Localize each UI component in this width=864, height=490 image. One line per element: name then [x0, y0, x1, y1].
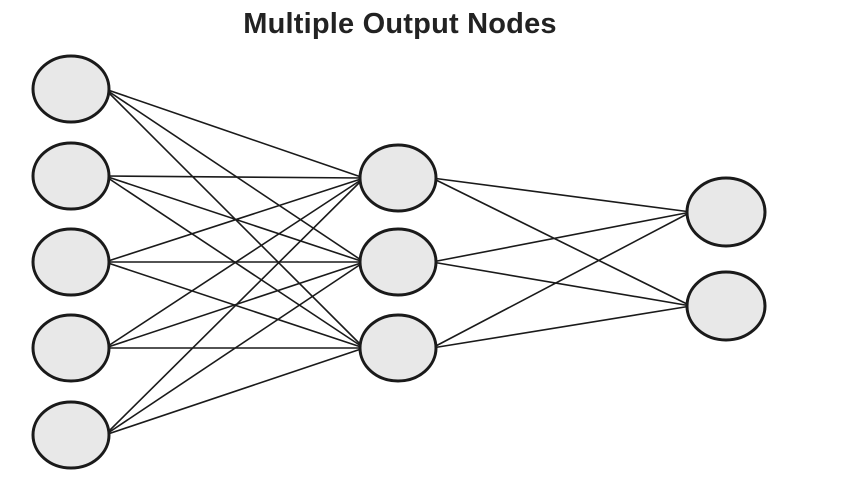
input-node-2: [31, 141, 111, 211]
hidden-node-2: [358, 227, 438, 297]
edge-hidden-1-to-output-2: [431, 177, 692, 307]
output-node-2: [685, 270, 767, 342]
edge-input-4-to-hidden-2: [104, 261, 365, 349]
input-node-5: [31, 400, 111, 470]
diagram-title: Multiple Output Nodes: [243, 8, 557, 40]
edge-hidden-2-to-output-2: [431, 261, 692, 307]
nodes-group: [31, 54, 767, 470]
edge-input-1-to-hidden-2: [104, 88, 365, 263]
output-node-1: [685, 176, 767, 248]
edge-hidden-1-to-output-1: [431, 177, 692, 213]
edge-input-5-to-hidden-3: [104, 347, 365, 436]
edge-hidden-2-to-output-1: [431, 211, 692, 263]
edge-input-3-to-hidden-1: [104, 177, 365, 263]
hidden-node-3: [358, 313, 438, 383]
edge-input-1-to-hidden-1: [104, 88, 365, 179]
edge-input-5-to-hidden-1: [104, 177, 365, 436]
edge-hidden-3-to-output-1: [431, 211, 692, 349]
hidden-node-1: [358, 143, 438, 213]
edge-input-2-to-hidden-2: [104, 175, 365, 263]
input-node-1: [31, 54, 111, 124]
input-node-3: [31, 227, 111, 297]
edges-group: [104, 88, 692, 436]
edge-input-4-to-hidden-1: [104, 177, 365, 349]
input-node-4: [31, 313, 111, 383]
edge-input-2-to-hidden-1: [104, 175, 365, 179]
edge-hidden-3-to-output-2: [431, 305, 692, 349]
edge-input-5-to-hidden-2: [104, 261, 365, 436]
